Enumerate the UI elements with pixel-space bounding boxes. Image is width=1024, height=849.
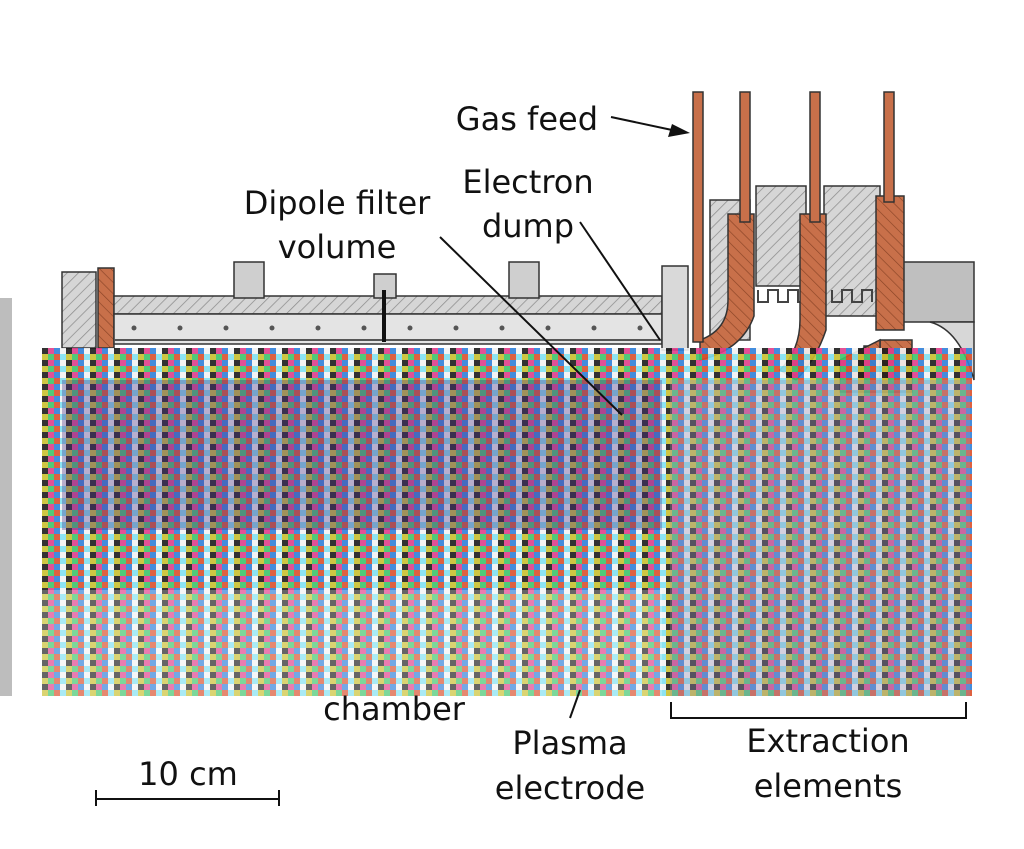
port-left xyxy=(233,261,265,299)
dipole-filter-label-line1: Dipole filter xyxy=(244,184,431,222)
extraction-assembly xyxy=(661,91,975,393)
electron-dump-label-line2: dump xyxy=(482,207,574,245)
feed-tube-3 xyxy=(809,91,821,223)
leader-lines xyxy=(95,116,967,806)
plasma-electrode-label-line2: electrode xyxy=(495,769,645,807)
plasma-electrode-label-line1: Plasma xyxy=(512,724,627,762)
extraction-housing-2 xyxy=(755,185,807,287)
labels: Gas feed Dipole filter volume Electron d… xyxy=(138,100,910,807)
lower-section-noise xyxy=(42,348,972,696)
extraction-elements-label-line2: elements xyxy=(754,767,903,805)
extraction-bracket xyxy=(670,702,967,719)
dipole-filter-label-line2: volume xyxy=(278,228,397,266)
left-copper-block xyxy=(97,267,115,349)
extraction-housing-4 xyxy=(899,261,975,323)
electron-dump-label-line1: Electron xyxy=(462,163,593,201)
left-end-flange xyxy=(61,271,97,349)
left-edge-shadow xyxy=(0,298,12,696)
scale-bar xyxy=(95,790,280,806)
plasma-chamber xyxy=(61,261,663,349)
gas-feed-label: Gas feed xyxy=(456,100,598,138)
chamber-label: chamber xyxy=(323,690,466,728)
gas-feed-tube xyxy=(692,91,704,343)
rivet-row xyxy=(131,325,643,331)
gas-feed-arrow-line xyxy=(610,116,673,131)
port-right xyxy=(508,261,540,299)
plasma-electrode-leader xyxy=(569,689,581,719)
extraction-elements-label-line1: Extraction xyxy=(746,722,909,760)
dipole-filter-leader xyxy=(439,236,623,416)
outer-housing-curve xyxy=(929,321,975,381)
gas-feed-arrowhead xyxy=(668,124,690,137)
feed-tube-4 xyxy=(883,91,895,203)
filter-rod xyxy=(382,290,386,342)
scale-bar-label: 10 cm xyxy=(138,755,238,793)
copper-electrode-3 xyxy=(875,195,905,331)
plasma-electrode-flange xyxy=(661,265,689,351)
feed-tube-2 xyxy=(739,91,751,223)
electron-dump-leader xyxy=(579,221,661,341)
